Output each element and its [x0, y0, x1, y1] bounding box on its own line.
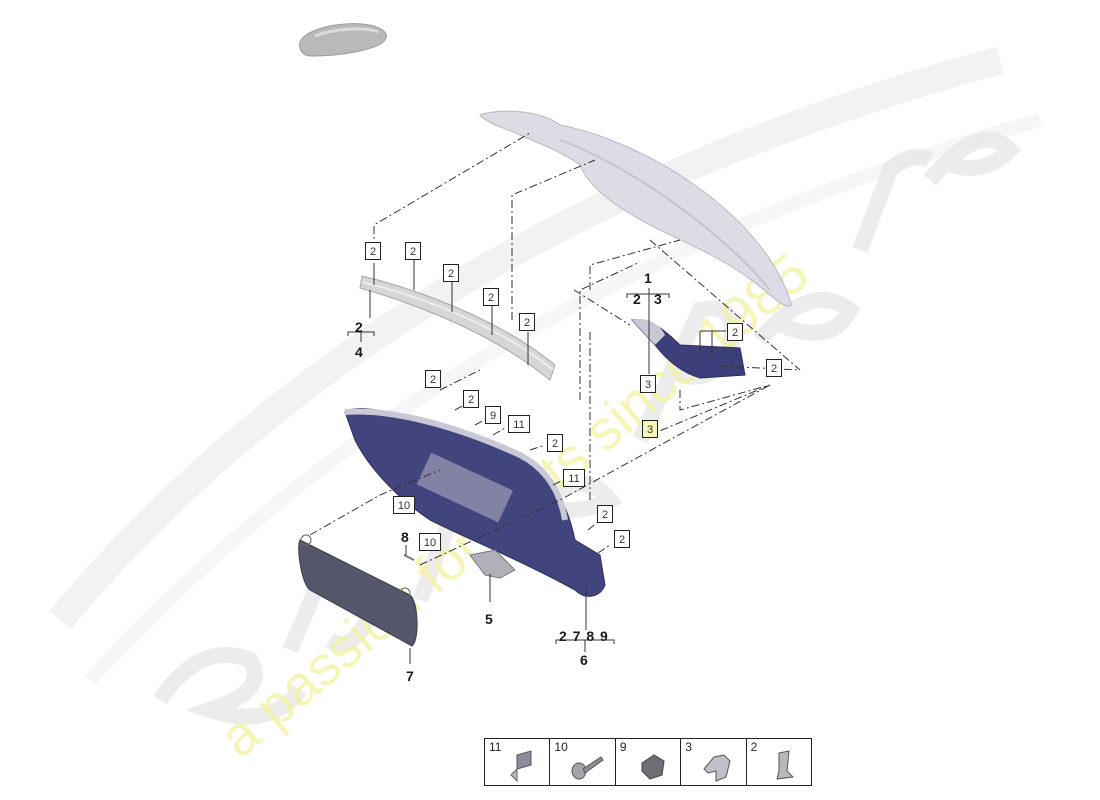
callout-fastener-2[interactable]: 2 — [766, 359, 782, 377]
car-thumbnail-icon — [299, 23, 387, 57]
cover-part-7 — [298, 534, 418, 647]
callout-fastener-2[interactable]: 2 — [547, 434, 563, 452]
callout-fastener-2[interactable]: 2 — [443, 264, 459, 282]
trim-strip-part-4 — [359, 275, 556, 381]
fastener-legend: 11 10 9 3 2 — [484, 738, 812, 786]
legend-number: 9 — [619, 740, 627, 754]
legend-number: 3 — [685, 740, 692, 754]
screw-icon — [571, 756, 604, 780]
part-number-1[interactable]: 1 — [644, 270, 652, 286]
main-trim-part-6 — [344, 407, 606, 597]
callout-fastener-2[interactable]: 2 — [463, 390, 479, 408]
callout-clip-11[interactable]: 11 — [563, 469, 585, 487]
pin-part-8 — [403, 554, 415, 561]
part-number-8[interactable]: 8 — [401, 529, 409, 545]
legend-item-3[interactable]: 3 — [681, 739, 747, 785]
callout-clip-11[interactable]: 11 — [508, 415, 530, 433]
callout-fastener-2[interactable]: 2 — [597, 505, 613, 523]
solid-leaders — [347, 260, 726, 664]
part-6-sub-numbers: 2 7 8 9 — [559, 628, 609, 644]
callout-fastener-2[interactable]: 2 — [405, 242, 421, 260]
expanding-clip-icon — [776, 750, 795, 780]
part-4-sub-2: 2 — [355, 319, 363, 335]
rubber-buffer-icon — [641, 754, 665, 780]
part-number-7[interactable]: 7 — [406, 668, 414, 684]
callout-fastener-2[interactable]: 2 — [727, 323, 743, 341]
rear-lid-part — [479, 110, 792, 307]
callout-buffer-9[interactable]: 9 — [485, 406, 501, 424]
legend-item-11[interactable]: 11 — [485, 739, 551, 785]
part-number-5[interactable]: 5 — [485, 611, 493, 627]
bracket-part-5 — [469, 549, 516, 579]
legend-number: 10 — [554, 740, 568, 754]
callout-fastener-2[interactable]: 2 — [425, 370, 441, 388]
callout-clip-3[interactable]: 3 — [642, 420, 658, 438]
callout-fastener-2[interactable]: 2 — [365, 242, 381, 260]
part-1-sub-2: 2 — [633, 291, 641, 307]
spring-clip-icon — [702, 754, 731, 782]
leader-lines — [309, 132, 801, 566]
part-number-6[interactable]: 6 — [580, 652, 588, 668]
legend-number: 11 — [489, 740, 502, 754]
callout-fastener-2[interactable]: 2 — [614, 530, 630, 548]
callout-screw-10[interactable]: 10 — [419, 533, 441, 551]
legend-item-9[interactable]: 9 — [616, 739, 682, 785]
legend-number: 2 — [750, 740, 758, 754]
part-number-4[interactable]: 4 — [355, 344, 363, 360]
callout-screw-10[interactable]: 10 — [393, 496, 415, 514]
callout-fastener-2[interactable]: 2 — [483, 288, 499, 306]
callout-fastener-2[interactable]: 2 — [519, 313, 535, 331]
callout-clip-3[interactable]: 3 — [640, 375, 656, 393]
part-1-sub-3: 3 — [654, 291, 662, 307]
watermark-swoosh — [49, 46, 1042, 685]
square-clip-icon — [510, 750, 532, 783]
legend-item-10[interactable]: 10 — [550, 739, 616, 785]
legend-item-2[interactable]: 2 — [747, 739, 811, 785]
